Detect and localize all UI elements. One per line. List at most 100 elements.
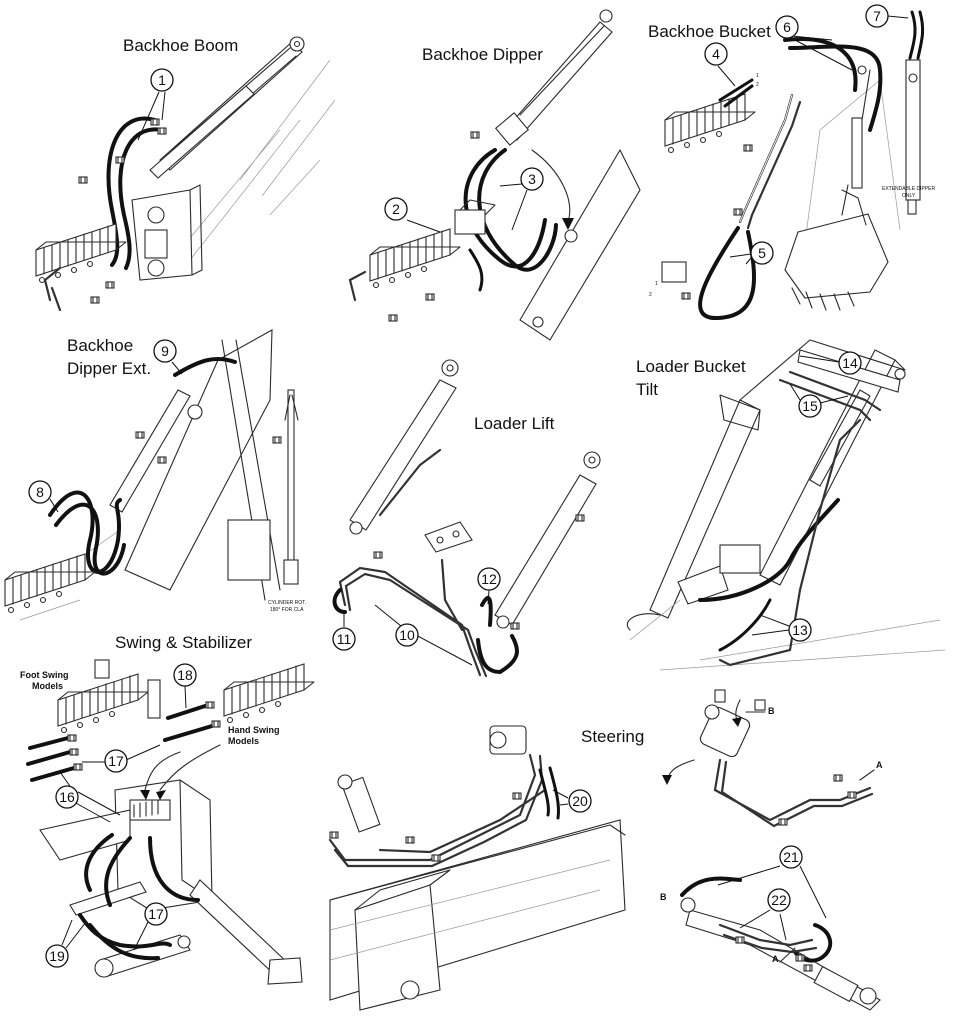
svg-text:B: B	[660, 892, 667, 902]
callout-7: 7	[865, 4, 909, 28]
callout-17b: 17	[133, 902, 168, 951]
steering-orbital-unit	[489, 725, 527, 755]
loader-lift-cylinder-right	[494, 451, 601, 629]
dipper-ext-arm	[19, 329, 281, 621]
callout-9: 9	[153, 339, 183, 375]
svg-text:14: 14	[842, 355, 858, 371]
tilt-hose-13b	[718, 598, 772, 652]
svg-text:19: 19	[49, 948, 65, 964]
bucket	[784, 189, 889, 311]
svg-text:Foot Swing: Foot Swing	[20, 670, 69, 680]
callout-13: 13	[751, 614, 812, 642]
loader-lift-valve	[424, 521, 473, 553]
callout-12: 12	[477, 567, 501, 605]
svg-text:8: 8	[36, 484, 44, 500]
dipper-ext-cylinder	[109, 389, 203, 513]
title-loader-lift: Loader Lift	[474, 414, 555, 433]
arrow-17-to-tower	[144, 751, 181, 791]
svg-text:13: 13	[792, 622, 808, 638]
title-steering: Steering	[581, 727, 644, 746]
hose-17	[26, 734, 83, 782]
svg-text:2: 2	[392, 201, 400, 217]
steering-valve-assembly	[699, 689, 766, 758]
svg-text:20: 20	[572, 793, 588, 809]
svg-text:21: 21	[783, 849, 799, 865]
svg-text:12: 12	[481, 571, 497, 587]
title-loader-tilt-1: Loader Bucket	[636, 357, 746, 376]
axle-hose-21a	[680, 876, 742, 897]
loader-tilt-valve	[677, 544, 761, 605]
steering-frame	[329, 819, 626, 1011]
svg-text:11: 11	[337, 631, 352, 647]
svg-text:16: 16	[59, 789, 75, 805]
svg-text:Models: Models	[32, 681, 63, 691]
dipper-ext-hose-8b	[54, 502, 126, 576]
lift-hose-10	[476, 634, 519, 674]
svg-text:2: 2	[756, 82, 759, 88]
bucket-hose-6b	[788, 44, 883, 132]
hose-18-clamp	[147, 679, 161, 719]
callout-1: 1	[137, 68, 174, 141]
svg-text:Models: Models	[228, 736, 259, 746]
steering-cylinder-center	[337, 774, 381, 833]
panel-backhoe-bucket: Backhoe Bucket 1 2 EXTENDABLE DIPPER ONL…	[648, 4, 935, 321]
dipper-swivel-bracket	[454, 199, 496, 235]
callout-15: 15	[789, 383, 849, 418]
callout-22: 22	[739, 888, 791, 941]
svg-text:A: A	[772, 954, 779, 964]
dipper-ext-hose-8a	[48, 490, 122, 574]
panel-loader-lift: Loader Lift 10 11	[332, 359, 601, 678]
callout-21: 21	[717, 845, 827, 919]
svg-text:A: A	[876, 760, 883, 770]
svg-text:9: 9	[161, 343, 169, 359]
title-dipper-ext-1: Backhoe	[67, 336, 133, 355]
panel-steering-center: Steering 20	[328, 725, 644, 1011]
svg-text:17: 17	[108, 753, 124, 769]
svg-text:EXTENDABLE DIPPER: EXTENDABLE DIPPER	[882, 186, 935, 192]
callout-18: 18	[173, 663, 197, 709]
lift-hose-11	[332, 588, 347, 614]
lift-hose-12	[480, 596, 493, 627]
svg-text:17: 17	[148, 906, 164, 922]
callout-4: 4	[704, 42, 736, 87]
svg-text:1: 1	[158, 72, 166, 88]
svg-text:5: 5	[758, 245, 766, 261]
svg-text:1: 1	[756, 73, 759, 79]
boom-cylinder	[149, 36, 305, 179]
steer-axle	[680, 897, 881, 1011]
backhoe-bucket-control-valve	[664, 93, 756, 154]
hose-18	[163, 701, 221, 742]
dipper-hose-1	[463, 148, 547, 269]
foot-swing-valve	[57, 673, 149, 734]
steer-hose-20b	[548, 766, 560, 820]
svg-text:18: 18	[177, 667, 193, 683]
callout-6: 6	[775, 15, 853, 71]
bucket-hose-5	[698, 226, 756, 321]
boom-bracket	[131, 184, 203, 281]
callout-3: 3	[499, 167, 544, 231]
svg-text:B: B	[768, 706, 775, 716]
title-dipper-ext-2: Dipper Ext.	[67, 359, 151, 378]
panel-loader-bucket-tilt: Loader Bucket Tilt 13	[627, 339, 946, 671]
callout-16: 16	[55, 771, 121, 823]
steer-hose-20a	[538, 768, 550, 817]
swing-hose-16c	[148, 836, 200, 902]
svg-text:15: 15	[802, 398, 818, 414]
callout-2: 2	[384, 197, 441, 233]
hose-7	[908, 10, 925, 60]
callout-19: 19	[45, 919, 87, 968]
svg-text:1: 1	[655, 281, 658, 287]
panel-backhoe-boom: Backhoe Boom 1	[35, 36, 336, 312]
panel-backhoe-dipper: Backhoe Dipper 2	[348, 9, 641, 341]
dipper-arm	[519, 148, 641, 341]
dipper-hose-2	[477, 148, 558, 272]
svg-text:ONLY: ONLY	[902, 193, 916, 199]
svg-text:7: 7	[873, 8, 881, 24]
panel-swing-stabilizer: Swing & Stabilizer Foot Swing Models Han…	[20, 633, 315, 985]
panel-steering-axle: B A 21 22	[660, 845, 881, 1011]
extendable-dipper-cylinder	[905, 59, 921, 215]
swing-hose-16b	[104, 836, 132, 907]
title-backhoe-boom: Backhoe Boom	[123, 36, 238, 55]
callout-8: 8	[28, 480, 59, 513]
